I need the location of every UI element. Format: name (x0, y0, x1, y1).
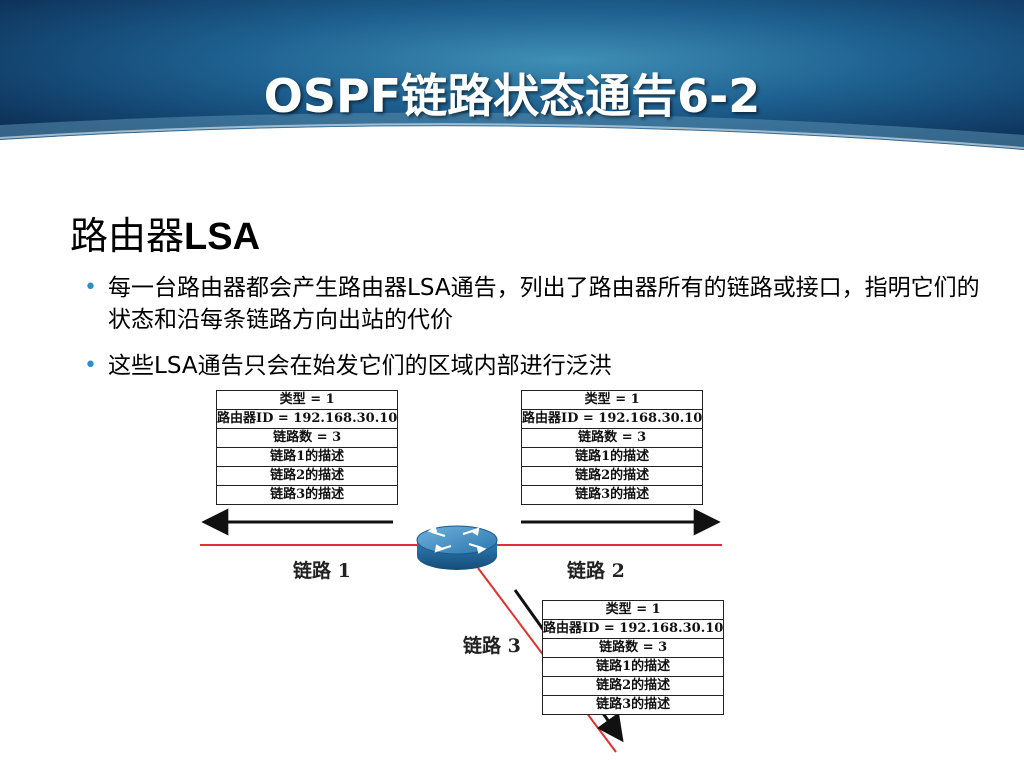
lsa-table-link-1: 类型 = 1 路由器ID = 192.168.30.10 链路数 = 3 链路1… (215, 390, 399, 505)
lsa-router-id-cell: 路由器ID = 192.168.30.10 (520, 409, 704, 429)
bullet-dot-icon: • (84, 275, 97, 300)
lsa-router-id-cell: 路由器ID = 192.168.30.10 (215, 409, 399, 429)
bullet-dot-icon: • (84, 353, 97, 378)
link-3-label: 链路 3 (463, 635, 521, 657)
lsa-link1-desc-cell: 链路1的描述 (520, 447, 704, 467)
lsa-link-count-cell: 链路数 = 3 (541, 638, 725, 658)
bullet-item: • 每一台路由器都会产生路由器LSA通告，列出了路由器所有的链路或接口，指明它们… (84, 272, 984, 336)
lsa-table-link-3: 类型 = 1 路由器ID = 192.168.30.10 链路数 = 3 链路1… (541, 600, 725, 715)
lsa-type-cell: 类型 = 1 (541, 600, 725, 620)
bullet-list: • 每一台路由器都会产生路由器LSA通告，列出了路由器所有的链路或接口，指明它们… (84, 272, 984, 396)
header-background (0, 0, 1024, 178)
lsa-router-id-cell: 路由器ID = 192.168.30.10 (541, 619, 725, 639)
lsa-link2-desc-cell: 链路2的描述 (520, 466, 704, 486)
lsa-link2-desc-cell: 链路2的描述 (215, 466, 399, 486)
lsa-link1-desc-cell: 链路1的描述 (541, 657, 725, 677)
router-icon (416, 525, 498, 570)
section-heading: 路由器LSA (70, 205, 260, 260)
bullet-text: 这些LSA通告只会在始发它们的区域内部进行泛洪 (108, 353, 612, 379)
lsa-link3-desc-cell: 链路3的描述 (215, 485, 399, 505)
lsa-link-count-cell: 链路数 = 3 (215, 428, 399, 448)
link-2-label: 链路 2 (567, 560, 625, 582)
header-banner: OSPF链路状态通告6-2 (0, 0, 1024, 178)
bullet-item: • 这些LSA通告只会在始发它们的区域内部进行泛洪 (84, 350, 984, 382)
section-heading-suffix: LSA (184, 216, 261, 258)
lsa-link1-desc-cell: 链路1的描述 (215, 447, 399, 467)
lsa-link3-desc-cell: 链路3的描述 (520, 485, 704, 505)
lsa-type-cell: 类型 = 1 (520, 390, 704, 410)
lsa-link-count-cell: 链路数 = 3 (520, 428, 704, 448)
link-1-label: 链路 1 (293, 560, 351, 582)
page-title: OSPF链路状态通告6-2 (263, 69, 761, 123)
lsa-table-link-2: 类型 = 1 路由器ID = 192.168.30.10 链路数 = 3 链路1… (520, 390, 704, 505)
lsa-link3-desc-cell: 链路3的描述 (541, 695, 725, 715)
section-heading-prefix: 路由器 (70, 214, 185, 258)
lsa-type-cell: 类型 = 1 (215, 390, 399, 410)
bullet-text: 每一台路由器都会产生路由器LSA通告，列出了路由器所有的链路或接口，指明它们的状… (108, 275, 980, 333)
lsa-link2-desc-cell: 链路2的描述 (541, 676, 725, 696)
